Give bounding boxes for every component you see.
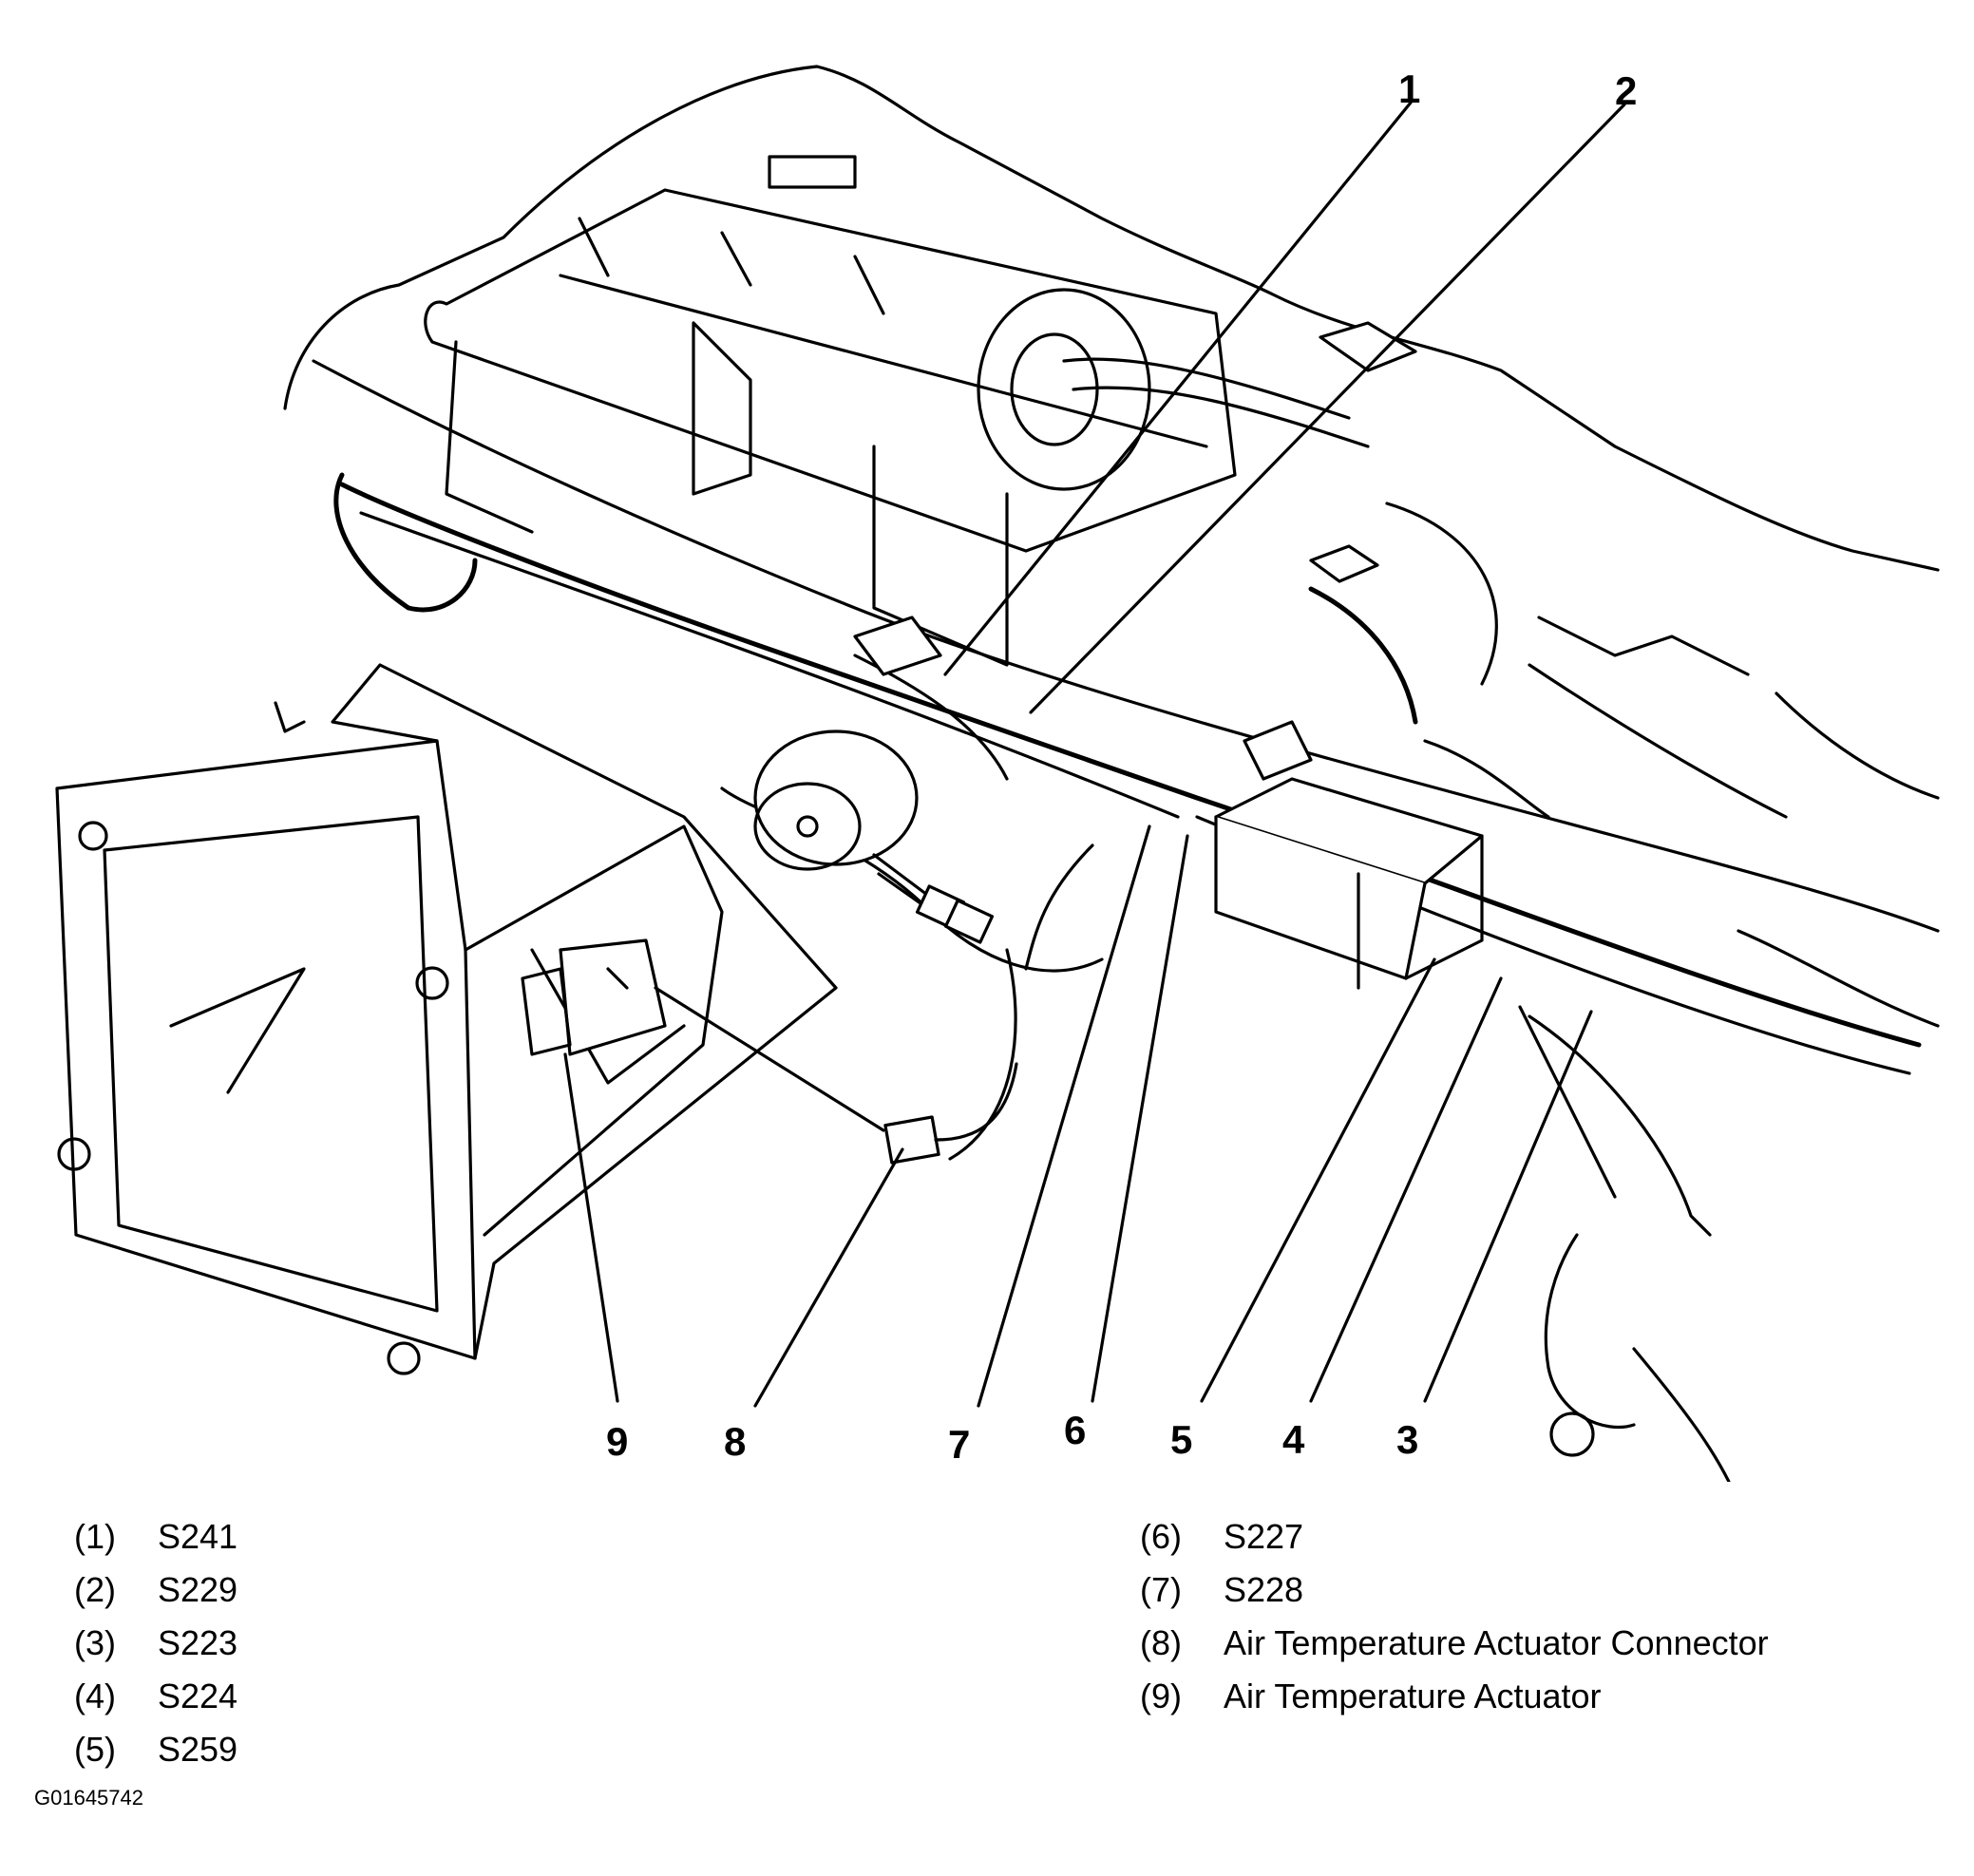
legend-number: (4)	[74, 1677, 116, 1715]
callout-7: 7	[948, 1422, 970, 1467]
figure-id: G01645742	[34, 1786, 143, 1810]
legend-item-4: (4) S224	[74, 1670, 237, 1723]
hvac-wiring-diagram: 1 2 3 4 5 6 7 8 9	[55, 65, 1940, 1482]
legend-item-2: (2) S229	[74, 1563, 237, 1617]
actuator-connector	[654, 986, 1018, 1165]
legend-number: (2)	[74, 1570, 116, 1609]
legend-number: (1)	[74, 1517, 116, 1556]
callout-8: 8	[724, 1419, 746, 1464]
callout-6: 6	[1064, 1408, 1086, 1452]
callout-1: 1	[1398, 66, 1420, 111]
legend-left-column: (1) S241 (2) S229 (3) S223 (4) S224 (5) S259	[74, 1510, 237, 1776]
callout-9: 9	[606, 1419, 628, 1464]
legend-text: S241	[158, 1517, 238, 1556]
legend-number: (6)	[1140, 1517, 1182, 1556]
legend-item-3: (3) S223	[74, 1617, 237, 1670]
legend-text: Air Temperature Actuator Connector	[1224, 1623, 1769, 1662]
legend-text: S227	[1224, 1517, 1304, 1556]
callout-4: 4	[1282, 1417, 1305, 1462]
upper-hvac-housing	[424, 155, 1370, 667]
callout-5: 5	[1170, 1417, 1192, 1462]
air-temperature-actuator	[521, 938, 667, 1056]
leader-lines	[563, 101, 1626, 1408]
legend-text: S223	[158, 1623, 238, 1662]
legend-item-5: (5) S259	[74, 1723, 237, 1776]
lower-hvac-module	[55, 663, 838, 1375]
legend-item-7: (7) S228	[1140, 1563, 1769, 1617]
legend-text: S224	[158, 1677, 238, 1715]
dashboard-lower-edge	[312, 359, 1940, 933]
legend-item-1: (1) S241	[74, 1510, 237, 1563]
blower-motor	[753, 730, 995, 944]
legend-text: S229	[158, 1570, 238, 1609]
legend-text: S228	[1224, 1570, 1304, 1609]
floor-duct-right	[1528, 616, 1940, 1482]
connector-blocks	[853, 321, 1484, 990]
callout-2: 2	[1615, 68, 1637, 113]
legend-number: (8)	[1140, 1623, 1182, 1662]
legend-number: (5)	[74, 1730, 116, 1769]
legend-item-9: (9) Air Temperature Actuator	[1140, 1670, 1769, 1723]
legend-item-8: (8) Air Temperature Actuator Connector	[1140, 1617, 1769, 1670]
legend-text: Air Temperature Actuator	[1224, 1677, 1602, 1715]
dashboard-outline	[283, 65, 1940, 572]
legend-right-column: (6) S227 (7) S228 (8) Air Temperature Actua…	[1140, 1510, 1769, 1723]
legend-number: (9)	[1140, 1677, 1182, 1715]
legend-item-6: (6) S227	[1140, 1510, 1769, 1563]
legend-number: (7)	[1140, 1570, 1182, 1609]
legend-number: (3)	[74, 1623, 116, 1662]
wiring-harness	[333, 472, 1922, 1199]
callout-3: 3	[1396, 1417, 1418, 1462]
legend-text: S259	[158, 1730, 238, 1769]
